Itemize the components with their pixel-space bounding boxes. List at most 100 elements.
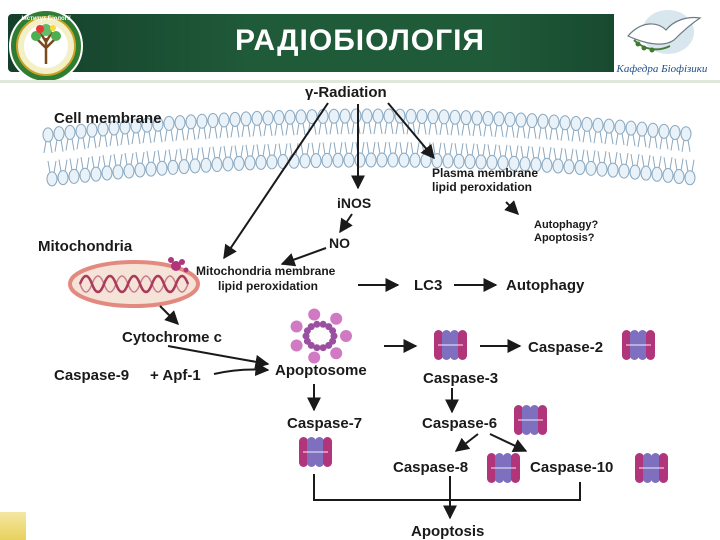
apf1-label: + Apf-1 bbox=[150, 367, 201, 384]
radiation-label: γ-Radiation bbox=[305, 84, 387, 101]
lipid-head bbox=[200, 146, 212, 173]
lipid-head bbox=[53, 126, 65, 153]
lipid-head bbox=[189, 147, 201, 174]
arrow-plasma-question bbox=[504, 200, 519, 215]
lipid-head bbox=[625, 120, 637, 147]
lipid-head bbox=[574, 148, 586, 175]
lipid-head bbox=[262, 110, 274, 137]
arrow-radiation-plasma bbox=[387, 102, 435, 160]
apoptosome-arm bbox=[308, 351, 321, 364]
plasma-peroxidation-line1: Plasma membrane bbox=[432, 166, 538, 180]
apoptosome-subunit bbox=[313, 320, 321, 328]
institute-logo: Інститут Біології bbox=[9, 9, 83, 83]
lipid-head bbox=[361, 108, 373, 135]
lipid-head bbox=[244, 144, 256, 171]
department-logo bbox=[614, 6, 710, 80]
plasma-peroxidation-line2: lipid peroxidation bbox=[432, 180, 532, 194]
lipid-head bbox=[317, 108, 329, 135]
lipid-head bbox=[365, 141, 377, 168]
lipid-head bbox=[482, 110, 494, 137]
radiation-pathway-diagram: Cell membrane γ-Radiation iNOS Plasma me… bbox=[38, 84, 696, 540]
caspase3-protein-icon bbox=[433, 329, 468, 361]
lipid-head bbox=[284, 109, 296, 136]
lipid-head bbox=[471, 110, 483, 137]
caspase10-protein-icon bbox=[634, 452, 669, 484]
lipid-head bbox=[328, 108, 340, 135]
lipid-head bbox=[156, 149, 168, 176]
lipid-head bbox=[332, 141, 344, 168]
lipid-head bbox=[453, 142, 465, 169]
lipid-head bbox=[563, 148, 575, 175]
lipid-head bbox=[669, 125, 681, 152]
lipid-head bbox=[57, 159, 69, 186]
lipid-head bbox=[651, 155, 663, 182]
lipid-head bbox=[647, 122, 659, 149]
lipid-head bbox=[464, 143, 476, 170]
apoptosome-arm bbox=[330, 347, 343, 360]
corner-decoration bbox=[0, 512, 26, 540]
lipid-head bbox=[321, 141, 333, 168]
lipid-head bbox=[636, 121, 648, 148]
lipid-head bbox=[548, 114, 560, 141]
lipid-head bbox=[266, 143, 278, 170]
apoptosome-label: Apoptosome bbox=[275, 362, 367, 379]
lipid-head bbox=[596, 150, 608, 177]
pathway-arrows bbox=[159, 102, 581, 520]
autophagy-question: Autophagy? bbox=[534, 219, 598, 231]
lipid-head bbox=[662, 156, 674, 183]
lipid-head bbox=[427, 109, 439, 136]
lipid-head bbox=[559, 115, 571, 142]
header: РАДІОБІОЛОГІЯ Інститут Біології Кафедра … bbox=[0, 0, 720, 83]
lipid-head bbox=[123, 152, 135, 179]
arrow-mito-cytochrome bbox=[159, 305, 179, 325]
caspase2-protein-icon bbox=[621, 329, 656, 361]
caspase3-label: Caspase-3 bbox=[423, 370, 498, 387]
lipid-head bbox=[46, 160, 58, 187]
lipid-head bbox=[449, 109, 461, 136]
lipid-head bbox=[167, 148, 179, 175]
lipid-head bbox=[552, 147, 564, 174]
lipid-head bbox=[592, 117, 604, 144]
apoptosome-subunit bbox=[307, 323, 315, 331]
lipid-head bbox=[629, 153, 641, 180]
apoptosis-question: Apoptosis? bbox=[534, 232, 595, 244]
lipid-head bbox=[178, 148, 190, 175]
lipid-head bbox=[387, 141, 399, 168]
lipid-head bbox=[383, 108, 395, 135]
lc3-label: LC3 bbox=[414, 277, 442, 294]
autophagy-label: Autophagy bbox=[506, 277, 585, 294]
lipid-head bbox=[585, 149, 597, 176]
lipid-head bbox=[431, 142, 443, 169]
arrow-caspase6-caspase10 bbox=[489, 433, 528, 452]
lipid-head bbox=[541, 146, 553, 173]
lipid-head bbox=[398, 141, 410, 168]
lipid-head bbox=[68, 157, 80, 184]
arrow-cytochrome-apoptosome bbox=[167, 345, 270, 369]
lipid-head bbox=[90, 155, 102, 182]
lipid-head bbox=[515, 112, 527, 139]
arrow-radiation-mito bbox=[223, 102, 329, 260]
apoptosome-subunit bbox=[329, 327, 337, 335]
lipid-head bbox=[409, 141, 421, 168]
caspase8-protein-icon bbox=[486, 452, 521, 484]
lipid-head bbox=[673, 158, 685, 185]
caspase9-label: Caspase-9 bbox=[54, 367, 129, 384]
caspase2-label: Caspase-2 bbox=[528, 339, 603, 356]
lipid-head bbox=[79, 156, 91, 183]
logo-text: Інститут Біології bbox=[21, 16, 70, 22]
apoptosome-subunit bbox=[313, 344, 321, 352]
arrow-apf1-apoptosome bbox=[213, 362, 270, 377]
lipid-head bbox=[163, 115, 175, 142]
lipid-head bbox=[255, 143, 267, 170]
lipid-head bbox=[581, 116, 593, 143]
caspase7-label: Caspase-7 bbox=[287, 415, 362, 432]
lipid-head bbox=[174, 115, 186, 142]
lipid-head bbox=[684, 159, 696, 186]
cytochrome-label: Cytochrome c bbox=[122, 329, 222, 346]
lipid-head bbox=[416, 108, 428, 135]
apoptosome-graphic bbox=[290, 308, 352, 364]
arrow-merge-bracket bbox=[313, 474, 581, 501]
lipid-head bbox=[64, 124, 76, 151]
inos-label: iNOS bbox=[337, 195, 371, 211]
lipid-head bbox=[640, 154, 652, 181]
